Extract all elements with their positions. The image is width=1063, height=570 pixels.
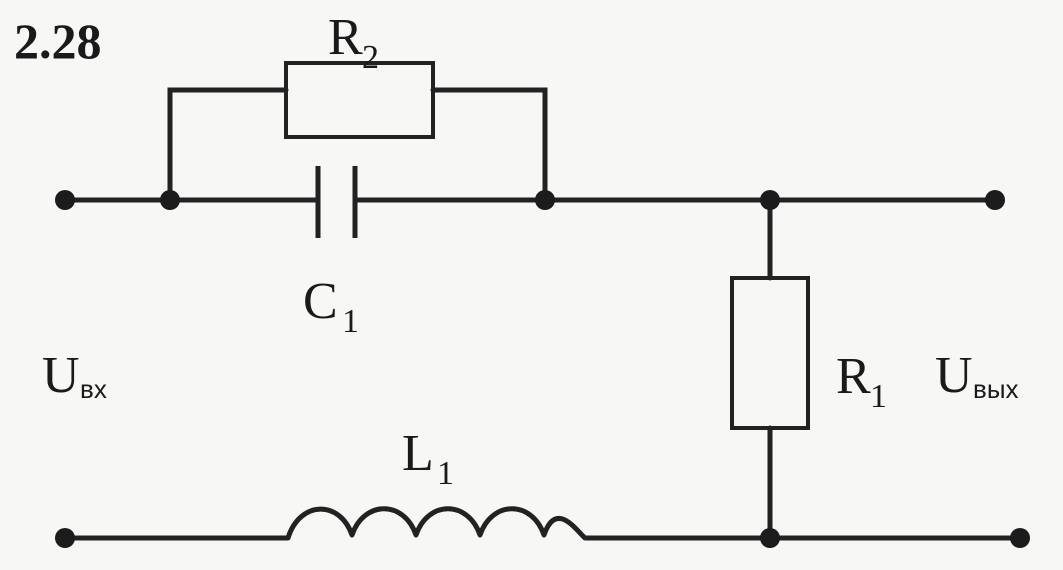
input-terminal-bottom bbox=[55, 528, 75, 548]
label-l1: L 1 bbox=[402, 425, 454, 492]
r2-branch-left-wire bbox=[167, 87, 289, 203]
label-u-in-sub: вх bbox=[80, 374, 107, 404]
label-u-out-main: U bbox=[935, 347, 973, 404]
label-u-in-main: U bbox=[42, 347, 80, 404]
label-r2-main: R bbox=[328, 9, 363, 66]
label-c1: C 1 bbox=[303, 273, 359, 340]
label-u-out: U вых bbox=[935, 347, 1019, 404]
junction-node bbox=[160, 190, 180, 210]
label-r2-sub: 2 bbox=[362, 39, 379, 76]
label-c1-main: C bbox=[303, 273, 338, 330]
output-terminal-bottom bbox=[1010, 528, 1030, 548]
label-r2: R 2 bbox=[328, 9, 379, 76]
label-c1-sub: 1 bbox=[342, 303, 359, 340]
junction-node bbox=[535, 190, 555, 210]
label-u-out-sub: вых bbox=[973, 374, 1019, 404]
label-l1-sub: 1 bbox=[437, 455, 454, 492]
label-r1: R 1 bbox=[836, 348, 887, 415]
label-u-in: U вх bbox=[42, 347, 107, 404]
r2-branch-right-wire bbox=[430, 87, 548, 203]
output-terminal-top bbox=[985, 190, 1005, 210]
resistor-r1 bbox=[730, 276, 810, 430]
problem-number: 2.28 bbox=[14, 13, 102, 69]
label-r1-main: R bbox=[836, 348, 871, 405]
junction-node bbox=[760, 190, 780, 210]
label-l1-main: L bbox=[402, 425, 434, 482]
junction-node bbox=[760, 528, 780, 548]
inductor-l1 bbox=[285, 506, 587, 540]
resistor-r2 bbox=[284, 61, 435, 139]
input-terminal-top bbox=[55, 190, 75, 210]
label-r1-sub: 1 bbox=[870, 378, 887, 415]
